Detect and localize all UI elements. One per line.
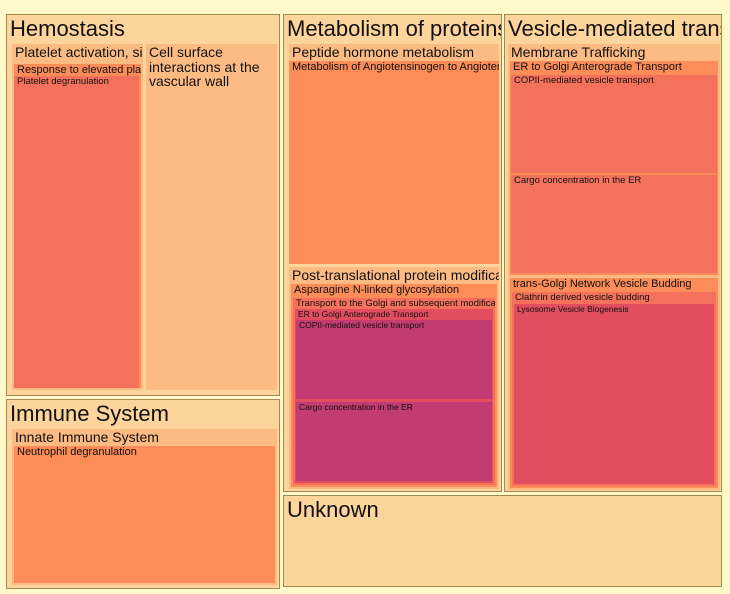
tile-label-cargo-1: Cargo concentration in the ER [514, 175, 642, 186]
tile-copii-2[interactable]: COPII-mediated vesicle transport [296, 320, 492, 399]
tile-label-clathrin: Clathrin derived vesicle budding [515, 292, 650, 303]
tile-unknown[interactable]: Unknown [283, 495, 722, 587]
tile-platelet-activation[interactable]: Platelet activation, signaling and aggre… [12, 44, 143, 390]
tile-lysosome[interactable]: Lysosome Vesicle Biogenesis [514, 304, 714, 484]
tile-label-trans-golgi: trans-Golgi Network Vesicle Budding [513, 278, 692, 290]
tile-label-angiotensinogen: Metabolism of Angiotensinogen to Angiote… [292, 61, 499, 73]
tile-label-lysosome: Lysosome Vesicle Biogenesis [517, 304, 629, 314]
tile-label-platelet-activation: Platelet activation, signaling and aggre… [15, 44, 143, 60]
tile-label-metabolism-proteins: Metabolism of proteins [287, 16, 502, 41]
tile-platelet-degranulation[interactable]: Platelet degranulation [14, 76, 139, 388]
tile-label-unknown: Unknown [287, 497, 379, 522]
tile-label-er-golgi-1: ER to Golgi Anterograde Transport [513, 61, 682, 73]
tile-label-ptm: Post-translational protein modification [292, 267, 499, 283]
tile-label-neutrophil: Neutrophil degranulation [17, 446, 137, 458]
tile-transport-golgi[interactable]: Transport to the Golgi and subsequent mo… [293, 298, 495, 485]
tile-label-copii-2: COPII-mediated vesicle transport [299, 320, 425, 330]
tile-label-immune: Immune System [10, 401, 169, 426]
tile-label-cell-surface: Cell surface interactions at the vascula… [149, 44, 260, 90]
tile-label-innate: Innate Immune System [15, 429, 159, 445]
tile-cargo-1[interactable]: Cargo concentration in the ER [511, 175, 717, 273]
tile-label-er-golgi-2: ER to Golgi Anterograde Transport [298, 309, 429, 319]
tile-vesicle[interactable]: Vesicle-mediated transportMembrane Traff… [504, 14, 722, 492]
tile-label-response-elevated: Response to elevated platelet cytosolic … [17, 64, 141, 76]
tile-neutrophil[interactable]: Neutrophil degranulation [14, 446, 275, 583]
tile-label-peptide-hormone: Peptide hormone metabolism [292, 44, 475, 60]
tile-label-copii-1: COPII-mediated vesicle transport [514, 75, 654, 86]
tile-angiotensinogen[interactable]: Metabolism of Angiotensinogen to Angiote… [289, 61, 499, 264]
tile-label-transport-golgi: Transport to the Golgi and subsequent mo… [296, 298, 495, 309]
tile-label-vesicle: Vesicle-mediated transport [508, 16, 721, 41]
tile-label-cargo-2: Cargo concentration in the ER [299, 402, 413, 412]
tile-cargo-2[interactable]: Cargo concentration in the ER [296, 402, 492, 481]
tile-label-hemostasis: Hemostasis [10, 16, 125, 41]
tile-ptm[interactable]: Post-translational protein modificationA… [289, 267, 499, 489]
tile-label-asparagine: Asparagine N-linked glycosylation [294, 284, 460, 296]
tile-response-elevated[interactable]: Response to elevated platelet cytosolic … [14, 64, 141, 388]
tile-label-platelet-degranulation: Platelet degranulation [17, 76, 109, 87]
tile-cell-surface[interactable]: Cell surface interactions at the vascula… [146, 44, 277, 390]
tile-copii-1[interactable]: COPII-mediated vesicle transport [511, 75, 717, 173]
tile-label-membrane-trafficking: Membrane Trafficking [511, 44, 646, 60]
